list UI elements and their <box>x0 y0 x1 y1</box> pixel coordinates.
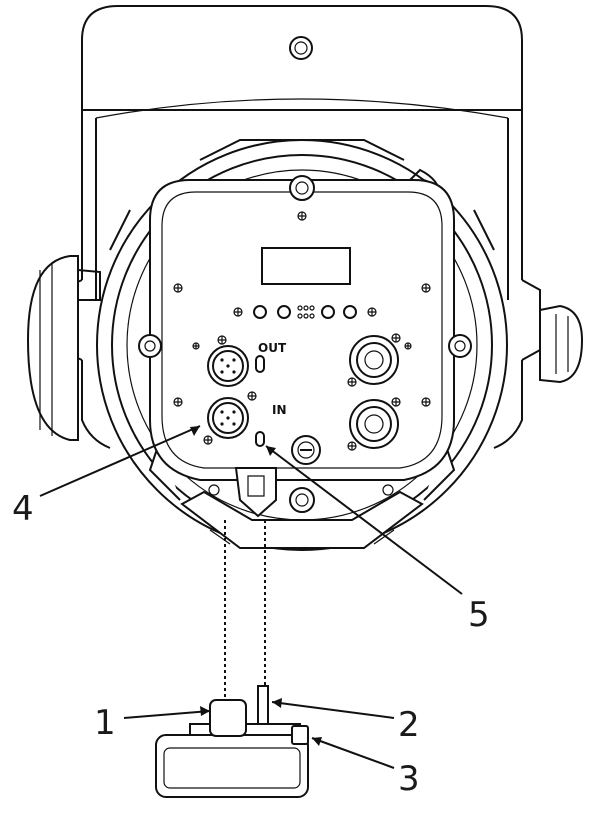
yoke-bracket <box>81 5 523 300</box>
panel-screw-top <box>289 175 315 201</box>
callout-2: 2 <box>398 705 420 745</box>
panel-screw-right <box>448 334 472 358</box>
fuse-holder <box>291 435 321 465</box>
module-antenna <box>257 685 269 725</box>
mount-hole <box>289 36 313 60</box>
module-mount-clip <box>208 467 394 518</box>
dmx-in-connector: IN <box>203 391 287 445</box>
callout-3: 3 <box>398 759 420 799</box>
plus-screws <box>173 211 431 407</box>
dmx-out-connector: OUT <box>207 335 287 387</box>
left-tilt-knob <box>26 255 101 441</box>
panel-screw-bottom <box>289 487 315 513</box>
rear-panel: OUT IN <box>138 175 472 513</box>
callout-4: 4 <box>12 489 34 529</box>
callout-1: 1 <box>94 703 116 743</box>
out-label: OUT <box>258 341 287 355</box>
wireless-dmx-module <box>155 685 309 798</box>
power-out-connector <box>347 397 401 451</box>
control-buttons <box>233 305 377 319</box>
small-socket <box>255 431 265 447</box>
module-xlr-plug <box>209 699 247 737</box>
module-switch <box>291 725 309 745</box>
insertion-guides <box>224 520 266 700</box>
callout-5: 5 <box>468 595 490 635</box>
panel-screw-left <box>138 334 162 358</box>
power-in-connector <box>347 333 401 387</box>
right-tilt-knob <box>539 304 584 384</box>
in-label: IN <box>272 403 287 417</box>
display-window <box>261 247 351 285</box>
leader-lines <box>39 425 463 769</box>
